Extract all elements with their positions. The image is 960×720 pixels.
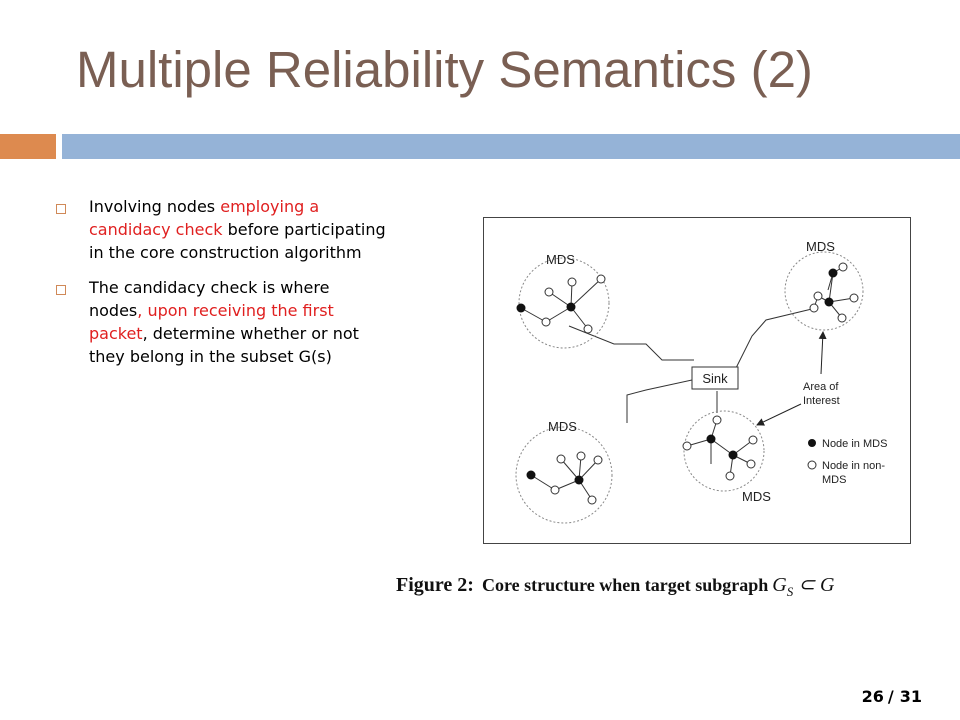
non-mds-node [556,454,566,464]
non-mds-node [567,277,577,287]
caption-math-sub: S [786,584,794,599]
accent-bar-orange [0,134,56,159]
non-mds-node [813,291,823,301]
page-separator: / [887,687,894,706]
slide-title: Multiple Reliability Semantics (2) [76,41,813,98]
non-mds-node [682,441,692,451]
mds-cluster-bottom-center: MDS [682,410,771,504]
mds-node [526,470,536,480]
legend-open-label-line1: Node in non- [822,460,885,472]
square-bullet-icon [56,285,66,295]
figure-caption: Figure 2: Core structure when target subg… [396,572,834,600]
bullet-item-1: Involving nodes employing a candidacy ch… [56,195,386,264]
mds-cluster-top-right: MDS [784,239,864,331]
network-diagram: MDS MDS Sink [515,239,887,524]
caption-text: Core structure when target subgraph [481,575,769,595]
sink-connection-lines [568,307,817,423]
caption-math-g: G [772,574,787,596]
mds-node [574,475,584,485]
mds-cluster-bottom-left: MDS [515,419,613,524]
current-page: 26 [861,687,884,706]
legend-open-node-icon [807,460,817,470]
non-mds-node [746,459,756,469]
bullet-1-highlight: employing a candidacy check [89,197,320,239]
bullet-2-text-a: The candidacy check is where nodes [89,278,330,320]
mds-node [566,302,576,312]
mds-node [828,268,838,278]
non-mds-node [809,303,819,313]
bullet-1-text-a: Involving nodes [89,197,221,216]
non-mds-node [838,262,848,272]
sink-node: Sink [691,366,739,390]
non-mds-node [849,293,859,303]
bullet-1-text-b: before participating in the core constru… [89,220,386,262]
total-pages: 31 [899,687,922,706]
non-mds-node [712,415,722,425]
non-mds-node [550,485,560,495]
sink-label: Sink [702,371,728,386]
square-bullet-icon [56,204,66,214]
accent-bar-blue [62,134,960,159]
mds-label: MDS [546,252,575,267]
cluster-boundary [518,257,610,349]
non-mds-node [593,455,603,465]
cluster-boundary [515,426,613,524]
page-number: 26/ 31 [862,687,922,706]
mds-label: MDS [548,419,577,434]
mds-node [824,297,834,307]
mds-node [516,303,526,313]
mds-node [706,434,716,444]
legend: Node in MDS Node in non- MDS [807,438,887,486]
caption-label: Figure 2: [396,574,474,596]
cluster-boundary [784,251,864,331]
non-mds-node [587,495,597,505]
non-mds-node [596,274,606,284]
legend-filled-label: Node in MDS [822,438,887,450]
area-of-interest-annotation: Area of Interest [756,331,840,426]
mds-label: MDS [742,489,771,504]
non-mds-node [583,324,593,334]
bullet-list: Involving nodes employing a candidacy ch… [56,195,386,380]
non-mds-node [544,287,554,297]
cluster-boundary [683,410,765,492]
bullet-2-text-b: , determine whether or not they belong i… [89,324,359,366]
non-mds-node [576,451,586,461]
non-mds-node [748,435,758,445]
non-mds-node [725,471,735,481]
mds-cluster-top-left: MDS [516,252,610,349]
mds-node [728,450,738,460]
legend-filled-node-icon [808,439,816,447]
caption-math-rel: ⊂ G [793,574,835,596]
mds-label: MDS [806,239,835,254]
bullet-2-highlight: , upon receiving the first packet [89,301,334,343]
non-mds-node [837,313,847,323]
bullet-item-2: The candidacy check is where nodes, upon… [56,276,386,368]
area-label-line2: Interest [803,395,840,407]
legend-open-label-line2: MDS [822,474,846,486]
caption-math: GS ⊂ G [772,574,835,599]
core-structure-figure: MDS MDS Sink [483,217,911,544]
area-label-line1: Area of [803,381,839,393]
non-mds-node [541,317,551,327]
